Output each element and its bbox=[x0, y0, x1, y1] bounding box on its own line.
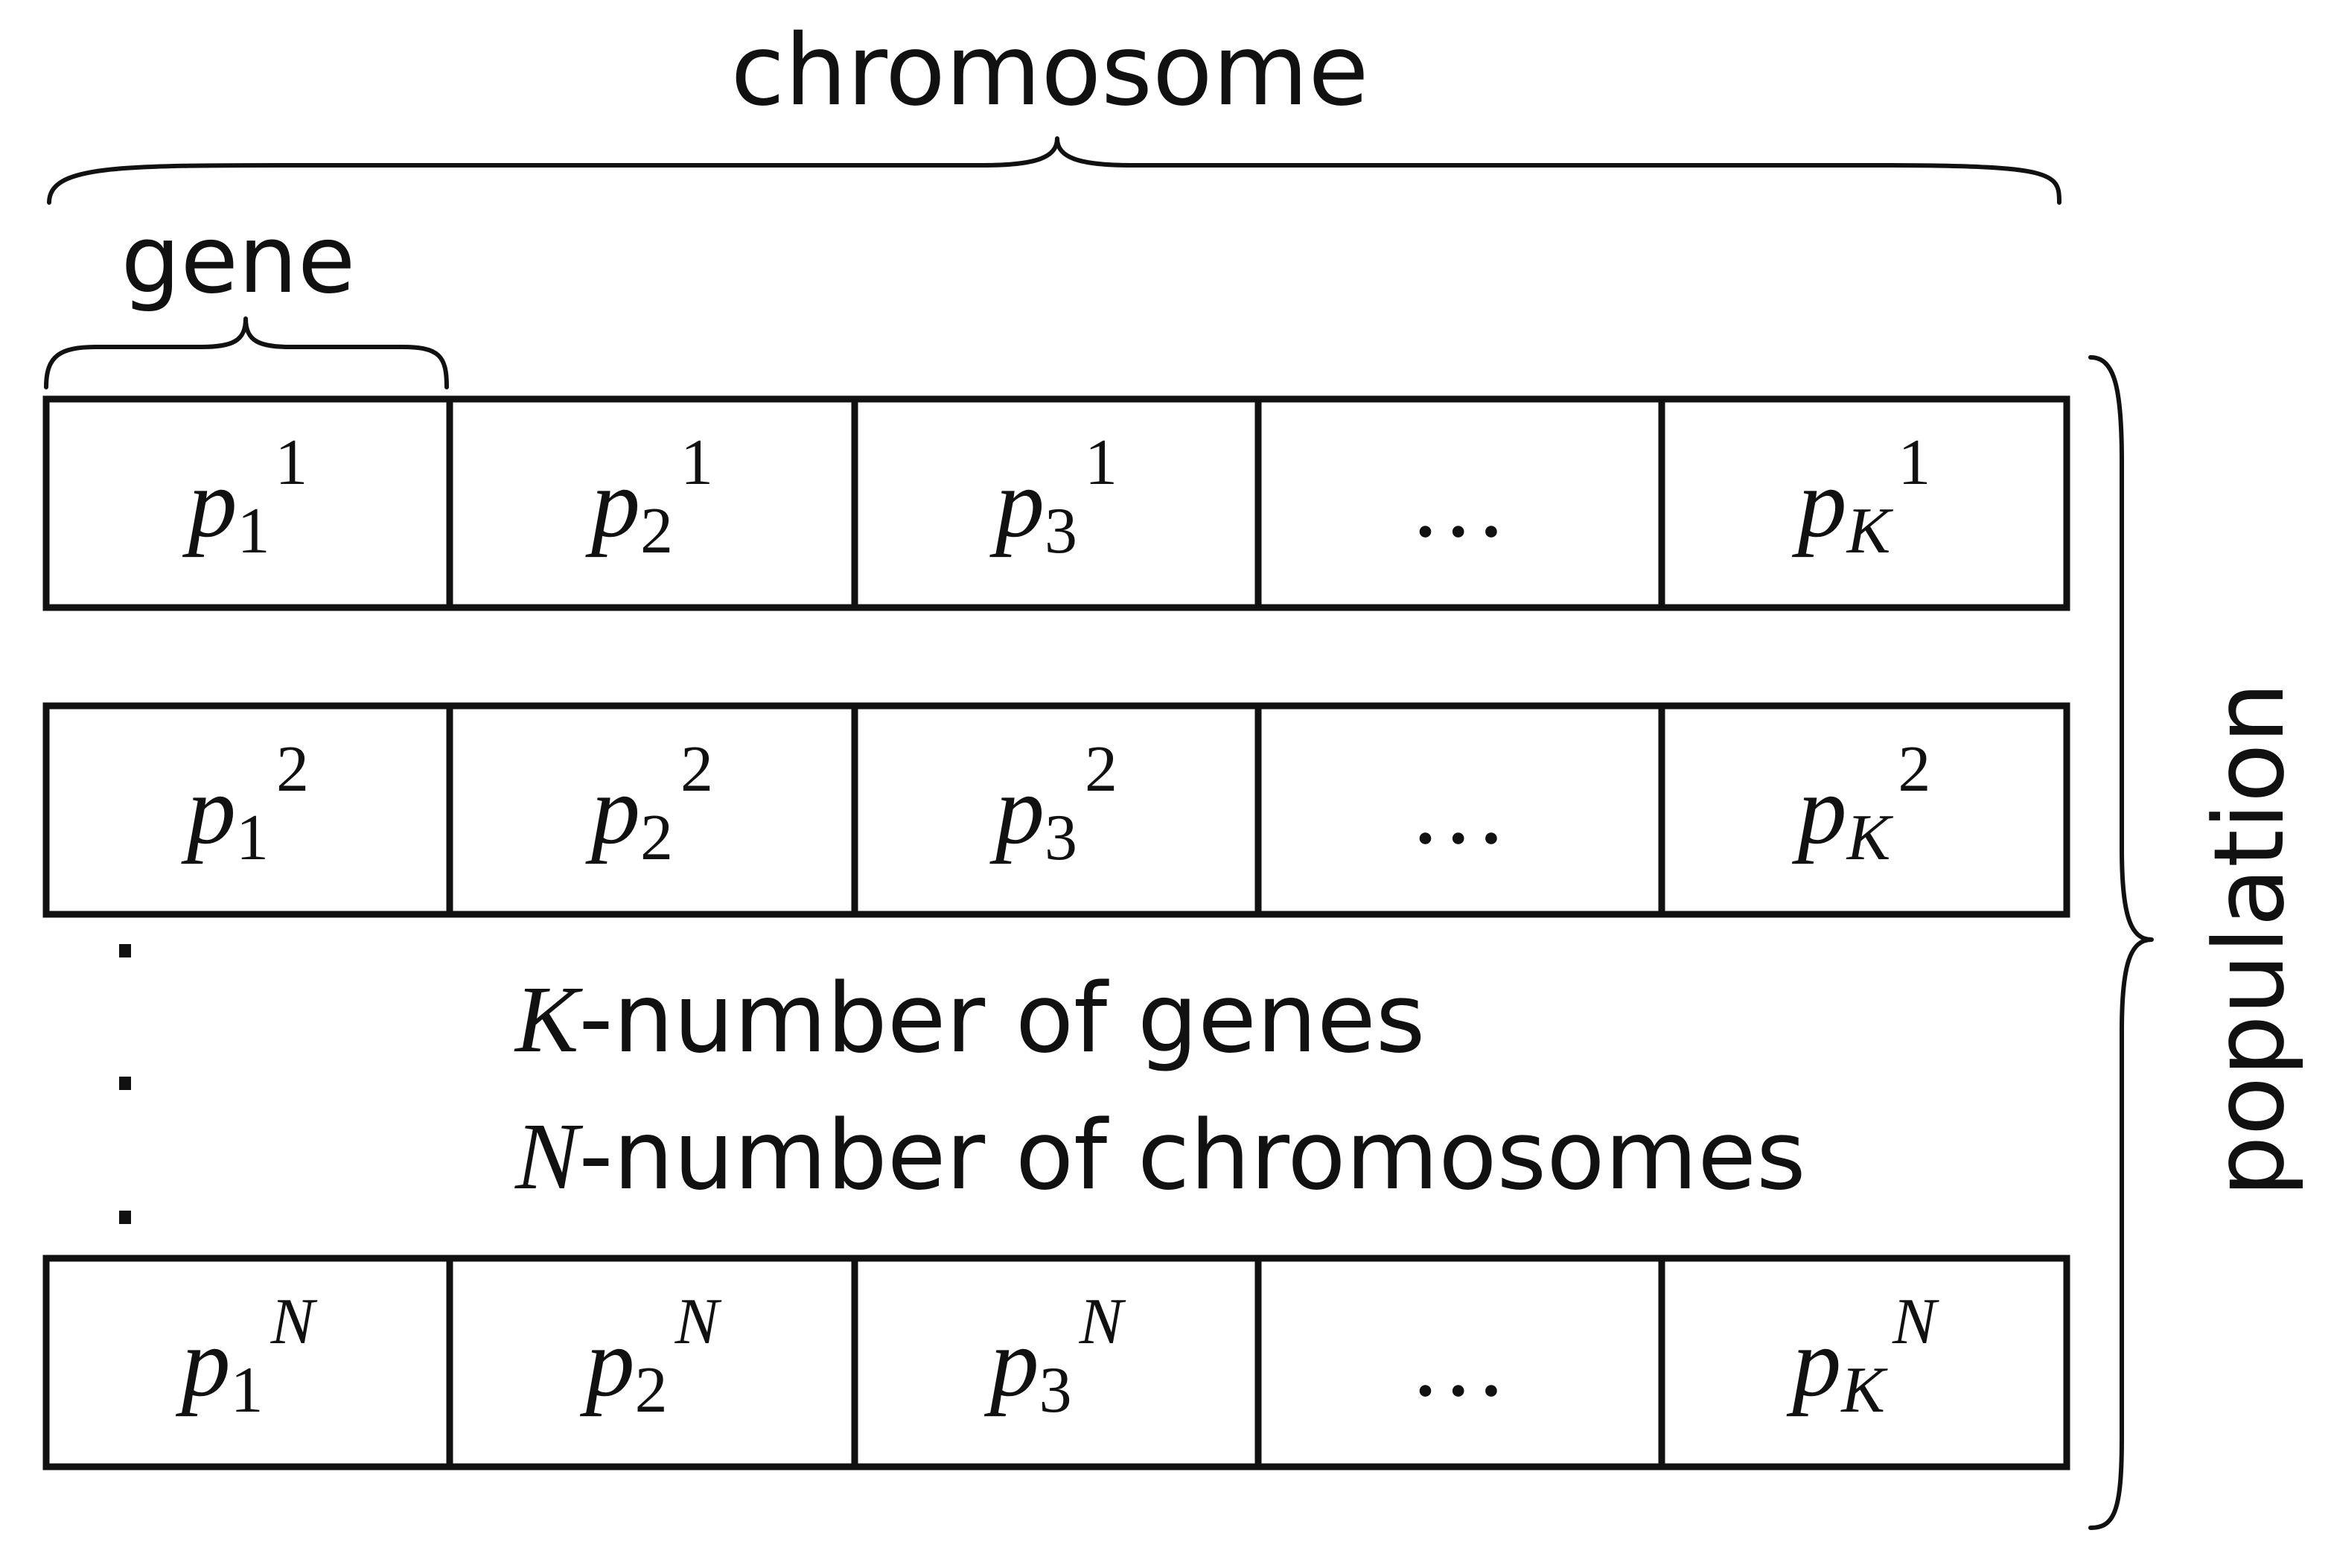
gene-cell bbox=[42, 702, 453, 918]
gene-cell bbox=[1658, 702, 2070, 918]
gene-cell bbox=[446, 1255, 858, 1470]
gene-label: … bbox=[1416, 448, 1503, 558]
gene-subscript: K bbox=[1846, 802, 1894, 874]
gene-superscript: 1 bbox=[1898, 427, 1930, 499]
gene-superscript: 2 bbox=[1898, 733, 1930, 806]
gene-subscript: 1 bbox=[236, 802, 269, 874]
gene-symbol: p bbox=[1786, 1307, 1841, 1417]
gene-superscript: N bbox=[1892, 1286, 1939, 1358]
gene-cell bbox=[1254, 1255, 1665, 1470]
gene-subscript: 1 bbox=[237, 495, 268, 567]
gene-superscript: 2 bbox=[1085, 733, 1117, 806]
chromosome-label: chromosome bbox=[730, 13, 1368, 128]
gene-label: gene bbox=[121, 205, 356, 314]
gene-symbol: p bbox=[989, 448, 1045, 558]
gene-subscript: 2 bbox=[640, 495, 673, 567]
gene-subscript: K bbox=[1846, 495, 1894, 567]
gene-superscript: N bbox=[1079, 1286, 1126, 1358]
chromosome-brace bbox=[47, 136, 2061, 205]
legend-genes: K-number of genes bbox=[514, 963, 1425, 1074]
gene-symbol: p bbox=[989, 755, 1045, 864]
gene-label: p12 bbox=[181, 733, 309, 874]
legend-chromosomes-text: -number of chromosomes bbox=[578, 1100, 1805, 1211]
gene-label: p32 bbox=[989, 733, 1117, 874]
gene-symbol: p bbox=[182, 448, 237, 558]
gene-subscript: 3 bbox=[1039, 1354, 1072, 1427]
gene-symbol: … bbox=[1416, 1307, 1503, 1417]
gene-symbol: … bbox=[1416, 448, 1503, 558]
gene-symbol: p bbox=[580, 1307, 635, 1417]
gene-superscript: 2 bbox=[680, 733, 713, 806]
ellipsis-dot bbox=[119, 944, 131, 957]
gene-cell bbox=[42, 1255, 453, 1470]
population-brace bbox=[2088, 355, 2154, 1530]
legend-chromosomes-symbol: N bbox=[514, 1103, 584, 1209]
gene-symbol: p bbox=[585, 755, 640, 864]
gene-subscript: K bbox=[1840, 1354, 1888, 1427]
gene-symbol: p bbox=[984, 1307, 1039, 1417]
population-label: population bbox=[2193, 682, 2306, 1197]
gene-superscript: 2 bbox=[276, 733, 309, 806]
gene-label: … bbox=[1416, 755, 1503, 864]
gene-cell bbox=[1658, 1255, 2070, 1470]
gene-brace bbox=[44, 316, 449, 389]
gene-symbol: p bbox=[585, 448, 640, 558]
gene-label: p3N bbox=[984, 1286, 1126, 1427]
gene-cell bbox=[42, 395, 453, 611]
gene-label: pKN bbox=[1786, 1286, 1939, 1427]
ellipsis-dot bbox=[119, 1211, 131, 1224]
gene-subscript: 2 bbox=[635, 1354, 668, 1427]
gene-superscript: N bbox=[270, 1286, 318, 1358]
gene-cell bbox=[1254, 395, 1665, 611]
gene-cell bbox=[446, 395, 858, 611]
gene-cell bbox=[1658, 395, 2070, 611]
gene-label: p11 bbox=[182, 427, 308, 567]
gene-subscript: 3 bbox=[1045, 495, 1077, 567]
gene-cell bbox=[1254, 702, 1665, 918]
gene-subscript: 3 bbox=[1045, 802, 1077, 874]
legend-genes-symbol: K bbox=[514, 966, 583, 1072]
gene-label: p31 bbox=[989, 427, 1117, 567]
gene-label: p21 bbox=[585, 427, 713, 567]
gene-symbol: p bbox=[1792, 448, 1847, 558]
gene-cell bbox=[851, 702, 1262, 918]
gene-cell bbox=[851, 1255, 1262, 1470]
gene-symbol: p bbox=[176, 1307, 231, 1417]
gene-subscript: 2 bbox=[640, 802, 673, 874]
gene-label: pK1 bbox=[1792, 427, 1931, 567]
ellipsis-dot bbox=[119, 1077, 131, 1090]
legend-chromosomes: N-number of chromosomes bbox=[514, 1100, 1806, 1211]
gene-superscript: N bbox=[675, 1286, 722, 1358]
gene-label: p1N bbox=[176, 1286, 318, 1427]
gene-superscript: 1 bbox=[1085, 427, 1117, 499]
gene-label: … bbox=[1416, 1307, 1503, 1417]
gene-symbol: … bbox=[1416, 755, 1503, 864]
gene-label: p22 bbox=[585, 733, 713, 874]
gene-label: p2N bbox=[580, 1286, 722, 1427]
gene-superscript: 1 bbox=[275, 427, 307, 499]
gene-symbol: p bbox=[1792, 755, 1847, 864]
gene-symbol: p bbox=[181, 755, 236, 864]
gene-subscript: 1 bbox=[231, 1354, 264, 1427]
legend-genes-text: -number of genes bbox=[578, 963, 1425, 1074]
gene-superscript: 1 bbox=[680, 427, 713, 499]
gene-label: pK2 bbox=[1792, 733, 1931, 874]
